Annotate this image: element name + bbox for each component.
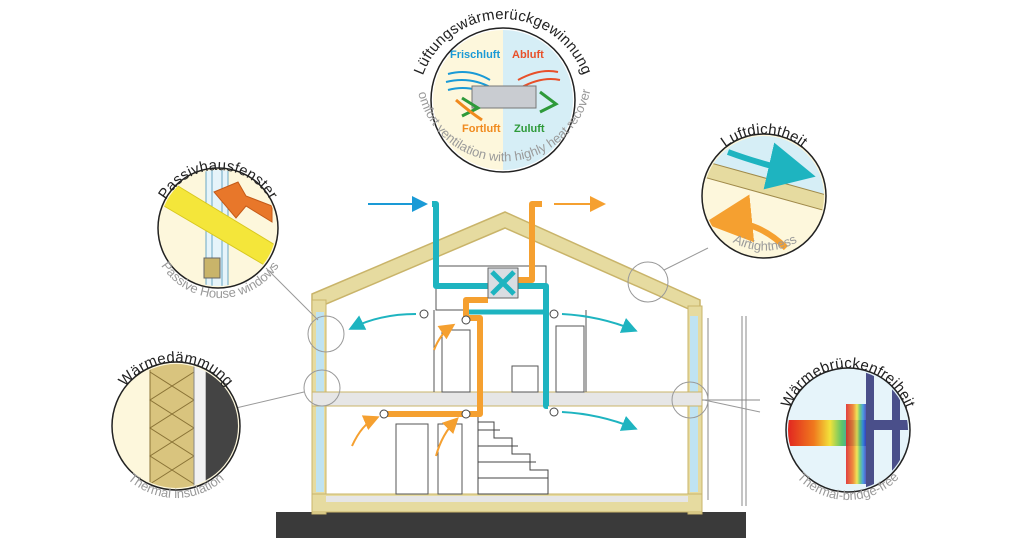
heat-retained-arrow <box>213 181 273 223</box>
window-detail-marker <box>307 315 345 353</box>
supply-arrow-lower-right <box>561 411 638 431</box>
label-frischluft: Frischluft <box>450 49 500 61</box>
middle-floor <box>311 391 703 407</box>
airtightness-subtitle: Airtightness <box>731 231 799 253</box>
label-fortluft: Fortluft <box>462 123 501 135</box>
windows-callout: Passivhausfenster Passive House windows <box>155 157 282 301</box>
right-facade <box>702 316 760 506</box>
upper-door-right <box>555 325 585 393</box>
insulation-detail-marker <box>303 369 341 407</box>
lower-door-left <box>395 423 429 495</box>
lower-door-mid <box>437 423 463 495</box>
label-abluft: Abluft <box>512 49 544 61</box>
staircase <box>477 406 549 495</box>
house-section <box>276 211 760 538</box>
ground-slab <box>276 512 746 538</box>
upper-cabinet <box>511 365 539 393</box>
airtightness-callout: Luftdichtheit Airtightness <box>701 121 827 259</box>
fresh-air-duct <box>432 201 488 289</box>
warm-air-arrow <box>704 194 789 251</box>
ventilation-ducts <box>379 201 559 419</box>
extract-arrow-lower-mid <box>435 417 459 457</box>
vent-upper-mid <box>461 315 471 325</box>
svg-text:Airtightness: Airtightness <box>731 231 799 253</box>
heat-recovery-callout: Frischluft Abluft Fortluft Zuluft Lüftun… <box>0 0 595 173</box>
thermal-bridge-detail-marker <box>671 381 709 419</box>
vent-upper-left <box>419 309 429 319</box>
insulation-callout: Wärmedämmung Thermal insulation <box>111 349 241 501</box>
upper-door-left <box>441 329 471 393</box>
airflow-arrows <box>348 196 638 457</box>
airtightness-detail-marker <box>627 261 669 303</box>
vent-lower-left <box>379 409 389 419</box>
vent-lower-right <box>549 407 559 417</box>
cold-air-arrow <box>726 142 816 190</box>
extract-arrow-lower-left <box>351 415 380 447</box>
supply-arrow-upper-right <box>561 313 638 333</box>
supply-arrow-upper-left <box>348 313 417 330</box>
label-zuluft: Zuluft <box>514 123 545 135</box>
thermal-bridge-callout: Wärmebrückenfreiheit Thermal-bridge-free <box>778 355 918 503</box>
callout-markers <box>235 247 761 419</box>
vent-lower-mid <box>461 409 471 419</box>
supply-duct <box>518 283 549 409</box>
vent-upper-right <box>549 309 559 319</box>
extract-arrow-upper <box>433 323 456 351</box>
exhaust-duct <box>518 201 542 283</box>
